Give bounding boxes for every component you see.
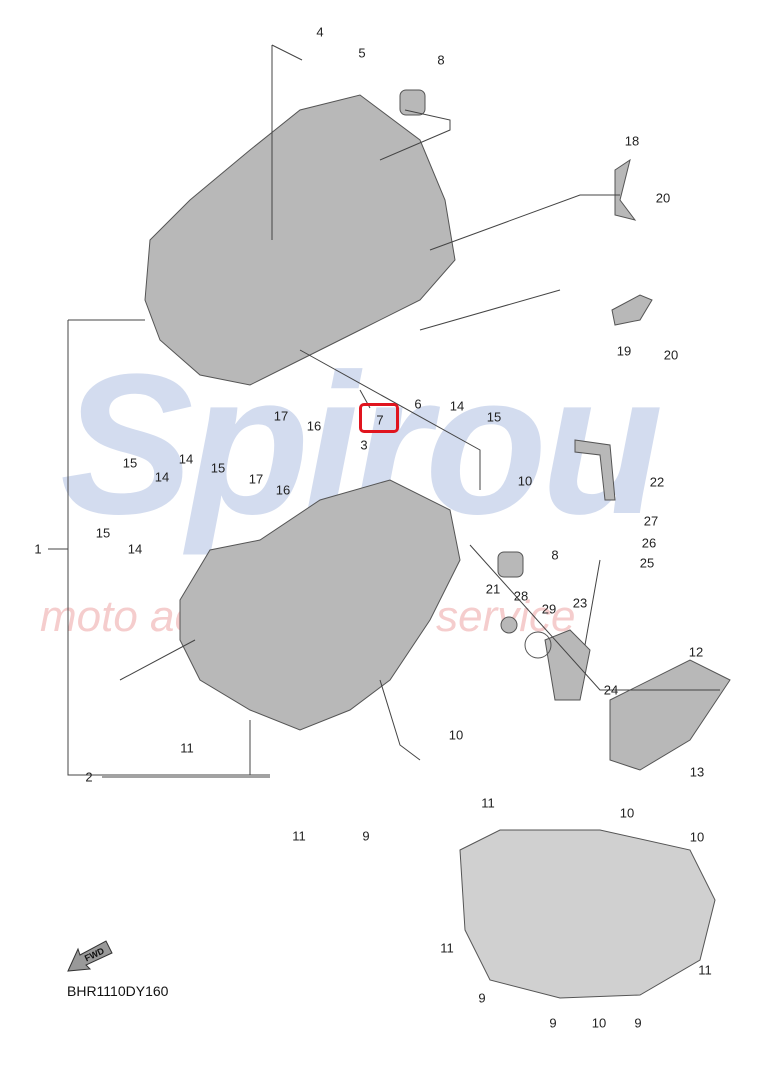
callout-3: 3 [360, 437, 368, 453]
callout-11: 11 [292, 828, 306, 844]
callout-24: 24 [603, 682, 619, 698]
callout-5: 5 [358, 45, 366, 61]
washer-28 [500, 616, 518, 634]
callout-8: 8 [437, 52, 445, 68]
callout-16: 16 [306, 418, 322, 434]
highlight-box [359, 403, 399, 433]
callout-9: 9 [634, 1015, 642, 1031]
callout-14: 14 [154, 469, 170, 485]
callout-15: 15 [210, 460, 226, 476]
callout-10: 10 [591, 1015, 607, 1031]
callout-17: 17 [273, 408, 289, 424]
collar-8-top [399, 89, 426, 116]
callout-21: 21 [485, 581, 501, 597]
callout-16: 16 [275, 482, 291, 498]
callout-22: 22 [649, 474, 665, 490]
callout-15: 15 [95, 525, 111, 541]
callout-26: 26 [641, 535, 657, 551]
callout-1: 1 [34, 541, 42, 557]
collar-8-right [497, 551, 524, 578]
callout-13: 13 [689, 764, 705, 780]
callout-17: 17 [248, 471, 264, 487]
callout-2: 2 [85, 769, 93, 785]
callout-18: 18 [624, 133, 640, 149]
callout-25: 25 [639, 555, 655, 571]
callout-28: 28 [513, 588, 529, 604]
callout-11: 11 [180, 740, 194, 756]
callout-4: 4 [316, 24, 324, 40]
callout-10: 10 [619, 805, 635, 821]
upper-crankcase [144, 94, 456, 386]
callout-19: 19 [616, 343, 632, 359]
callout-9: 9 [362, 828, 370, 844]
callout-14: 14 [449, 398, 465, 414]
callout-23: 23 [572, 595, 588, 611]
lever-22 [574, 439, 616, 501]
callout-11: 11 [481, 795, 495, 811]
callout-20: 20 [655, 190, 671, 206]
callout-9: 9 [478, 990, 486, 1006]
callout-29: 29 [541, 601, 557, 617]
fwd-arrow-icon: FWD [67, 940, 113, 972]
callout-9: 9 [549, 1015, 557, 1031]
bracket-19 [611, 294, 653, 326]
callout-12: 12 [688, 644, 704, 660]
callout-15: 15 [486, 409, 502, 425]
callout-10: 10 [517, 473, 533, 489]
callout-10: 10 [689, 829, 705, 845]
callout-7: 7 [376, 412, 384, 428]
bracket-12 [609, 659, 731, 771]
callout-8: 8 [551, 547, 559, 563]
callout-11: 11 [698, 962, 712, 978]
callout-15: 15 [122, 455, 138, 471]
callout-6: 6 [414, 396, 422, 412]
crankcase-side-view [459, 829, 716, 999]
callout-20: 20 [663, 347, 679, 363]
lower-crankcase [179, 479, 461, 731]
gasket-29 [524, 631, 552, 659]
diagram-code: BHR1110DY160 [67, 983, 169, 999]
bracket-18 [614, 158, 637, 221]
callout-27: 27 [643, 513, 659, 529]
cover-23 [544, 629, 591, 701]
callout-10: 10 [448, 727, 464, 743]
callout-14: 14 [178, 451, 194, 467]
callout-14: 14 [127, 541, 143, 557]
callout-11: 11 [440, 940, 454, 956]
